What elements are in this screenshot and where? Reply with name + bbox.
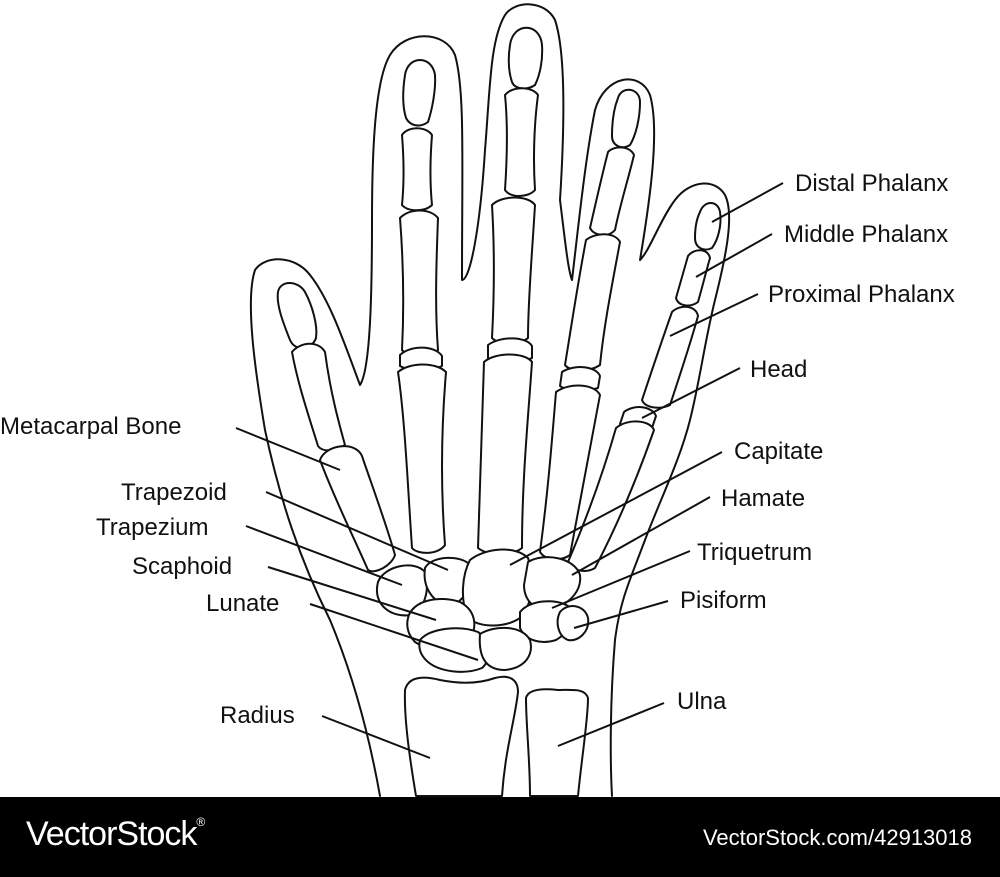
leader-hamate — [571, 496, 711, 576]
ring-middle-phalanx — [589, 146, 635, 236]
middle-middle-phalanx — [504, 87, 539, 197]
middle-metacarpal — [477, 353, 533, 555]
lunate-bone — [418, 627, 490, 673]
little-distal-phalanx — [694, 202, 722, 251]
leader-scaphoid — [267, 566, 437, 621]
leader-triquetrum — [551, 550, 691, 609]
middle-distal-phalanx — [507, 26, 544, 90]
index-metacarpal — [397, 363, 447, 554]
brand-mark: ® — [196, 815, 205, 829]
leader-metacarpal-bone — [235, 427, 341, 471]
label-triquetrum: Triquetrum — [697, 539, 812, 566]
leader-capitate — [509, 451, 723, 566]
thumb-metacarpal — [319, 445, 396, 573]
brand-name: VectorStock — [26, 815, 197, 853]
index-proximal-phalanx — [399, 209, 439, 357]
leader-trapezoid — [265, 491, 449, 571]
label-capitate: Capitate — [734, 438, 823, 465]
leader-ulna — [557, 702, 665, 747]
label-trapezoid: Trapezoid — [121, 479, 227, 506]
wrist-carpal-lower — [478, 626, 532, 671]
leader-distal-phalanx — [711, 182, 784, 223]
little-proximal-phalanx — [641, 305, 699, 409]
middle-proximal-phalanx — [491, 196, 536, 345]
label-radius: Radius — [220, 702, 295, 729]
radius-bone — [403, 675, 519, 797]
thumb-distal-phalanx — [276, 282, 318, 349]
ring-proximal-phalanx — [564, 233, 621, 372]
label-pisiform: Pisiform — [680, 587, 767, 614]
label-lunate: Lunate — [206, 590, 279, 617]
leader-proximal-phalanx — [669, 293, 759, 337]
label-hamate: Hamate — [721, 485, 805, 512]
index-distal-phalanx — [402, 59, 437, 127]
thumb-proximal-phalanx — [291, 342, 346, 452]
index-middle-phalanx — [401, 127, 433, 212]
pisiform-bone — [556, 605, 590, 642]
leader-radius — [321, 715, 431, 759]
label-metacarpal-bone: Metacarpal Bone — [0, 413, 181, 440]
leader-trapezium — [245, 525, 403, 586]
little-metacarpal — [567, 420, 655, 572]
ulna-bone — [525, 688, 589, 797]
leader-pisiform — [573, 600, 669, 629]
label-ulna: Ulna — [677, 688, 727, 715]
label-head: Head — [750, 356, 807, 383]
label-proximal-phalanx: Proximal Phalanx — [768, 281, 955, 308]
hamate-bone — [523, 556, 582, 612]
image-id: VectorStock.com/42913018 — [702, 825, 972, 850]
ring-distal-phalanx — [611, 88, 641, 149]
label-middle-phalanx: Middle Phalanx — [784, 221, 948, 248]
footer-bar: VectorStock® VectorStock.com/42913018 — [0, 797, 1000, 877]
leader-lunate — [309, 603, 479, 661]
little-middle-phalanx — [675, 249, 711, 307]
hand-outline — [249, 3, 731, 797]
trapezium-bone — [375, 564, 428, 617]
label-scaphoid: Scaphoid — [132, 553, 232, 580]
label-distal-phalanx: Distal Phalanx — [795, 170, 948, 197]
leader-head — [641, 367, 741, 419]
leader-middle-phalanx — [695, 233, 773, 278]
brand-logo: VectorStock® — [26, 815, 205, 854]
label-trapezium: Trapezium — [96, 514, 208, 541]
